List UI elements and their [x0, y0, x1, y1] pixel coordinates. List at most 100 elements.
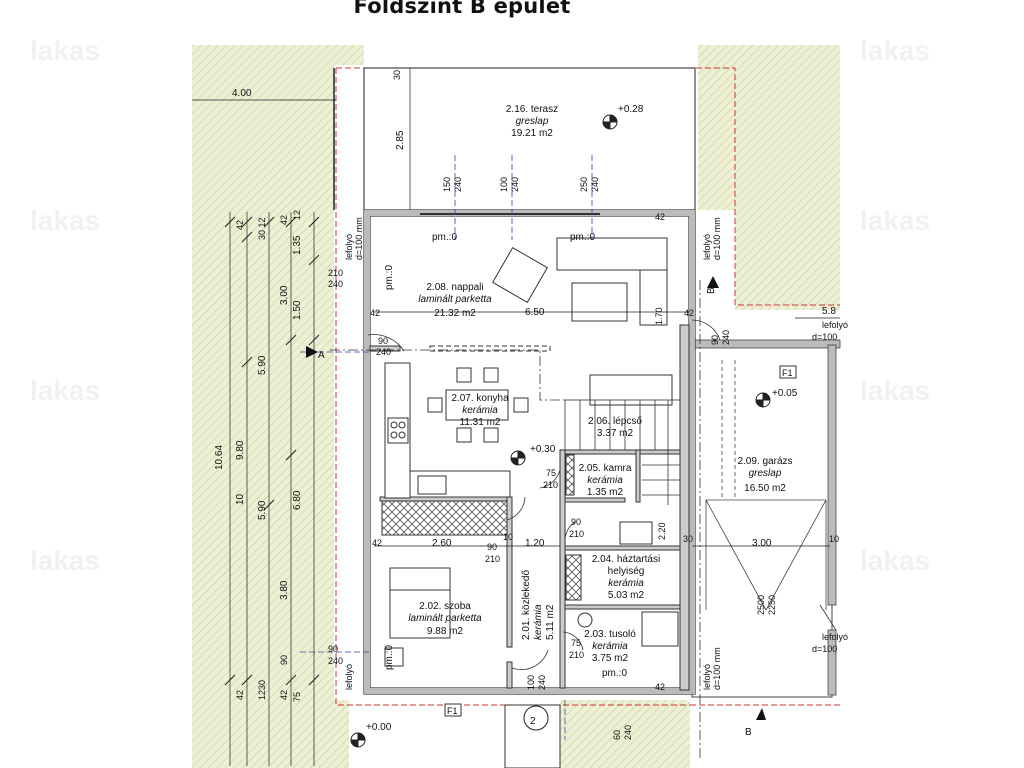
svg-text:10.64: 10.64	[214, 445, 225, 470]
svg-text:2.85: 2.85	[395, 130, 406, 150]
svg-text:lakas: lakas	[30, 205, 100, 236]
svg-text:4.00: 4.00	[232, 88, 252, 99]
svg-text:1.20: 1.20	[525, 538, 545, 549]
svg-text:240: 240	[328, 656, 343, 666]
svg-text:5.8: 5.8	[822, 306, 836, 317]
svg-text:210: 210	[543, 480, 558, 490]
svg-text:100: 100	[499, 177, 509, 192]
entry-marker: 2	[530, 716, 536, 727]
svg-text:3.00: 3.00	[752, 538, 772, 549]
svg-text:6.50: 6.50	[525, 307, 545, 318]
room-haztartasi-name: 2.04. háztartási	[592, 554, 660, 565]
svg-text:lefolyó: lefolyó	[822, 632, 848, 642]
room-kamra-material: kerámia	[587, 475, 623, 486]
svg-text:30: 30	[392, 70, 402, 80]
pm-labels: pm.:0 pm.:0 pm.:0 pm.:0 pm.:0	[384, 232, 627, 679]
svg-text:42: 42	[279, 215, 289, 225]
room-lepcso-area: 3.37 m2	[597, 428, 634, 439]
svg-text:12: 12	[292, 210, 302, 220]
svg-text:pm.:0: pm.:0	[432, 232, 457, 243]
svg-text:240: 240	[537, 675, 547, 690]
svg-text:1.70: 1.70	[654, 307, 664, 325]
svg-text:1230: 1230	[257, 680, 267, 700]
room-tusolo-material: kerámia	[592, 641, 628, 652]
svg-text:lakas: lakas	[860, 205, 930, 236]
svg-text:150: 150	[442, 177, 452, 192]
svg-text:lefolyó: lefolyó	[702, 664, 712, 690]
svg-text:3.80: 3.80	[279, 580, 290, 600]
svg-text:3.00: 3.00	[279, 285, 290, 305]
svg-text:90: 90	[571, 517, 581, 527]
svg-text:5.90: 5.90	[257, 500, 268, 520]
svg-text:240: 240	[623, 725, 633, 740]
svg-text:240: 240	[510, 177, 520, 192]
room-kozlekedo-area: 5.11 m2	[545, 604, 556, 640]
room-haztartasi-material: kerámia	[608, 578, 644, 589]
svg-text:10: 10	[829, 534, 839, 544]
svg-text:+0.28: +0.28	[618, 104, 644, 115]
svg-text:42: 42	[235, 690, 245, 700]
section-b-label: B	[706, 287, 717, 294]
room-haztartasi-name2: helyiség	[608, 566, 645, 577]
svg-text:90: 90	[710, 335, 720, 345]
room-konyha-name: 2.07. konyha	[451, 393, 509, 404]
room-garazs-material: greslap	[749, 468, 782, 479]
svg-text:240: 240	[453, 177, 463, 192]
svg-text:lefolyó: lefolyó	[822, 320, 848, 330]
svg-text:42: 42	[655, 212, 665, 222]
room-tusolo-area: 3.75 m2	[592, 653, 629, 664]
room-nappali-area: 21.32 m2	[434, 308, 476, 319]
svg-text:90: 90	[279, 655, 289, 665]
room-garazs-area: 16.50 m2	[744, 483, 786, 494]
svg-text:1.50: 1.50	[292, 300, 303, 320]
bathroom-fixtures	[565, 454, 679, 647]
room-tusolo-name: 2.03. tusoló	[584, 629, 636, 640]
door-swings	[367, 213, 837, 670]
svg-text:lakas: lakas	[30, 545, 100, 576]
wardrobe	[381, 500, 508, 536]
svg-text:lakas: lakas	[860, 545, 930, 576]
svg-text:lefolyó: lefolyó	[702, 234, 712, 260]
page-title: Földszint B épület	[353, 0, 571, 18]
svg-text:d=100 mm: d=100 mm	[712, 647, 722, 690]
level-markers: +0.28 +0.30 +0.05 +0.00	[350, 104, 798, 748]
section-a-label: A	[318, 350, 325, 361]
svg-text:75: 75	[292, 692, 302, 702]
stairs	[564, 399, 681, 505]
svg-text:pm.:0: pm.:0	[570, 232, 595, 243]
svg-text:lefolyó: lefolyó	[344, 234, 354, 260]
level-marker-konyha: +0.30	[510, 444, 556, 466]
level-marker-outside: +0.00	[350, 722, 392, 748]
level-marker-garazs: +0.05	[755, 388, 798, 408]
svg-text:pm.:0: pm.:0	[384, 645, 395, 670]
svg-text:42: 42	[279, 690, 289, 700]
svg-text:pm.:0: pm.:0	[384, 265, 395, 290]
svg-text:75: 75	[571, 638, 581, 648]
room-haztartasi-area: 5.03 m2	[608, 590, 645, 601]
svg-text:d=100: d=100	[812, 332, 837, 342]
svg-text:100: 100	[526, 675, 536, 690]
svg-text:lakas: lakas	[30, 35, 100, 66]
svg-text:42: 42	[655, 682, 665, 692]
svg-text:2500: 2500	[756, 595, 766, 615]
svg-text:210: 210	[485, 554, 500, 564]
room-terasz-material: greslap	[516, 116, 549, 127]
svg-text:210: 210	[569, 529, 584, 539]
kitchen-counter	[384, 362, 511, 499]
marker-f1-bottom: F1	[447, 706, 458, 716]
svg-text:60: 60	[612, 730, 622, 740]
level-marker-terasz: +0.28	[602, 104, 644, 130]
room-kozlekedo-material: kerámia	[533, 604, 544, 640]
room-kamra-area: 1.35 m2	[587, 487, 624, 498]
room-terasz-name: 2.16. terasz	[506, 104, 558, 115]
svg-text:240: 240	[590, 177, 600, 192]
svg-text:42: 42	[235, 220, 245, 230]
svg-text:30 12: 30 12	[257, 217, 267, 240]
svg-text:90: 90	[378, 336, 388, 346]
svg-text:250: 250	[579, 177, 589, 192]
svg-text:10: 10	[503, 532, 513, 542]
svg-text:9.80: 9.80	[235, 440, 246, 460]
svg-text:lakas: lakas	[860, 35, 930, 66]
